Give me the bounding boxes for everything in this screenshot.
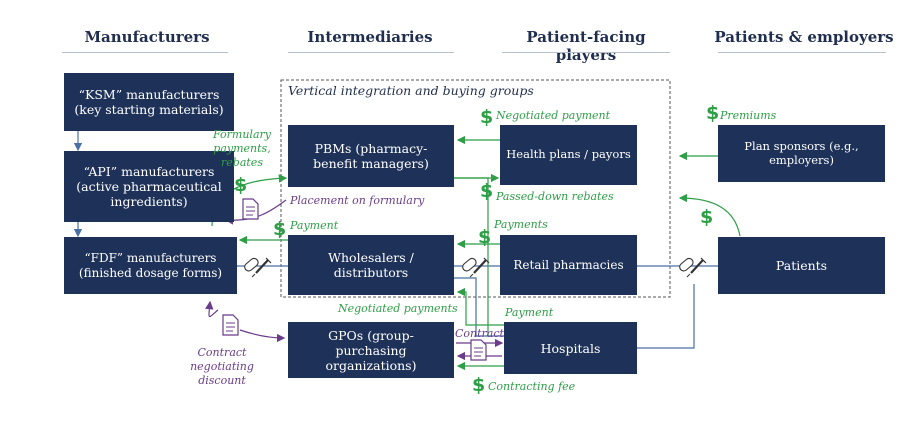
document-icon — [470, 339, 487, 361]
premiums-label: Premiums — [720, 109, 777, 122]
document-icon — [222, 314, 239, 336]
plan-sponsors-box: Plan sponsors (e.g., employers) — [718, 125, 885, 182]
hospitals-to-patients-line — [637, 284, 695, 349]
dollar-icon: $ — [478, 226, 492, 248]
contract-negotiating-discount-label: Contract negotiating discount — [190, 346, 254, 387]
negotiated-payment-label: Negotiated payment — [496, 109, 611, 122]
fdf-manufacturers-label: “FDF” manufacturers (finished dosage for… — [78, 251, 223, 280]
header-patient-facing: Patient-facing players — [526, 28, 646, 64]
dollar-icon: $ — [480, 180, 494, 202]
placement-on-formulary-label: Placement on formulary — [290, 194, 425, 207]
dollar-icon: $ — [273, 218, 287, 240]
gpo-label: GPOs (group-purchasing organizations) — [325, 327, 417, 373]
ksm-manufacturers-box: “KSM” manufacturers (key starting materi… — [64, 73, 234, 131]
dollar-icon: $ — [706, 102, 720, 124]
hospitals-label: Hospitals — [540, 340, 601, 356]
retail-pharmacies-label: Retail pharmacies — [513, 257, 624, 272]
health-plans-box: Health plans / payors — [500, 125, 637, 185]
fdf-manufacturers-box: “FDF” manufacturers (finished dosage for… — [64, 237, 237, 294]
header-manufacturers: Manufacturers — [84, 28, 210, 46]
pill-syringe-icon — [244, 257, 272, 278]
negotiated-payments-label: Negotiated payments — [338, 302, 458, 315]
pill-syringe-icon — [679, 257, 707, 278]
wholesalers-to-hospitals-line — [454, 277, 504, 337]
api-manufacturers-label: “API” manufacturers (active pharmaceutic… — [76, 164, 222, 209]
api-manufacturers-box: “API” manufacturers (active pharmaceutic… — [64, 151, 234, 222]
dollar-icon: $ — [700, 206, 714, 228]
hospitals-box: Hospitals — [504, 322, 637, 374]
pbm-to-hospitals-line — [454, 177, 489, 336]
pbm-label: PBMs (pharmacy-benefit managers) — [313, 141, 429, 171]
wholesalers-label: Wholesalers / distributors — [328, 250, 414, 280]
document-icon — [242, 198, 259, 220]
vertical-integration-label: Vertical integration and buying groups — [288, 83, 534, 98]
header-underline — [288, 52, 454, 53]
contracting-fee-label: Contracting fee — [488, 380, 576, 393]
header-underline — [62, 52, 228, 53]
patients-box: Patients — [718, 237, 885, 294]
header-underline — [502, 52, 670, 53]
hospital-payment-label: Payment — [505, 306, 554, 319]
hospitals-to-wholesalers-payment-arrow — [456, 287, 504, 326]
header-patients-employers: Patients & employers — [714, 28, 894, 46]
dollar-icon: $ — [472, 374, 486, 396]
plan-sponsors-label: Plan sponsors (e.g., employers) — [744, 138, 859, 167]
gpo-box: GPOs (group-purchasing organizations) — [288, 322, 454, 378]
retail-pharmacies-box: Retail pharmacies — [500, 235, 637, 295]
health-plans-label: Health plans / payors — [506, 147, 631, 162]
dollar-icon: $ — [234, 174, 248, 196]
header-intermediaries: Intermediaries — [307, 28, 433, 46]
wholesalers-box: Wholesalers / distributors — [288, 235, 454, 295]
pill-syringe-icon — [462, 257, 490, 278]
gpo-fdf-contract-arrow — [205, 300, 219, 318]
contract-label: Contract — [455, 327, 504, 340]
ksm-manufacturers-label: “KSM” manufacturers (key starting materi… — [74, 87, 224, 117]
dollar-icon: $ — [480, 106, 494, 128]
payment-label: Payment — [290, 219, 339, 232]
payments-label: Payments — [494, 218, 548, 231]
patients-label: Patients — [775, 258, 828, 273]
fdf-gpo-contract-arrow — [239, 329, 286, 343]
header-underline — [718, 52, 886, 53]
passed-down-rebates-label: Passed-down rebates — [496, 190, 614, 203]
pbm-box: PBMs (pharmacy-benefit managers) — [288, 125, 454, 187]
patients-to-health-plans-arrow — [678, 193, 741, 237]
formulary-payments-label: Formulary payments, rebates — [213, 128, 271, 169]
